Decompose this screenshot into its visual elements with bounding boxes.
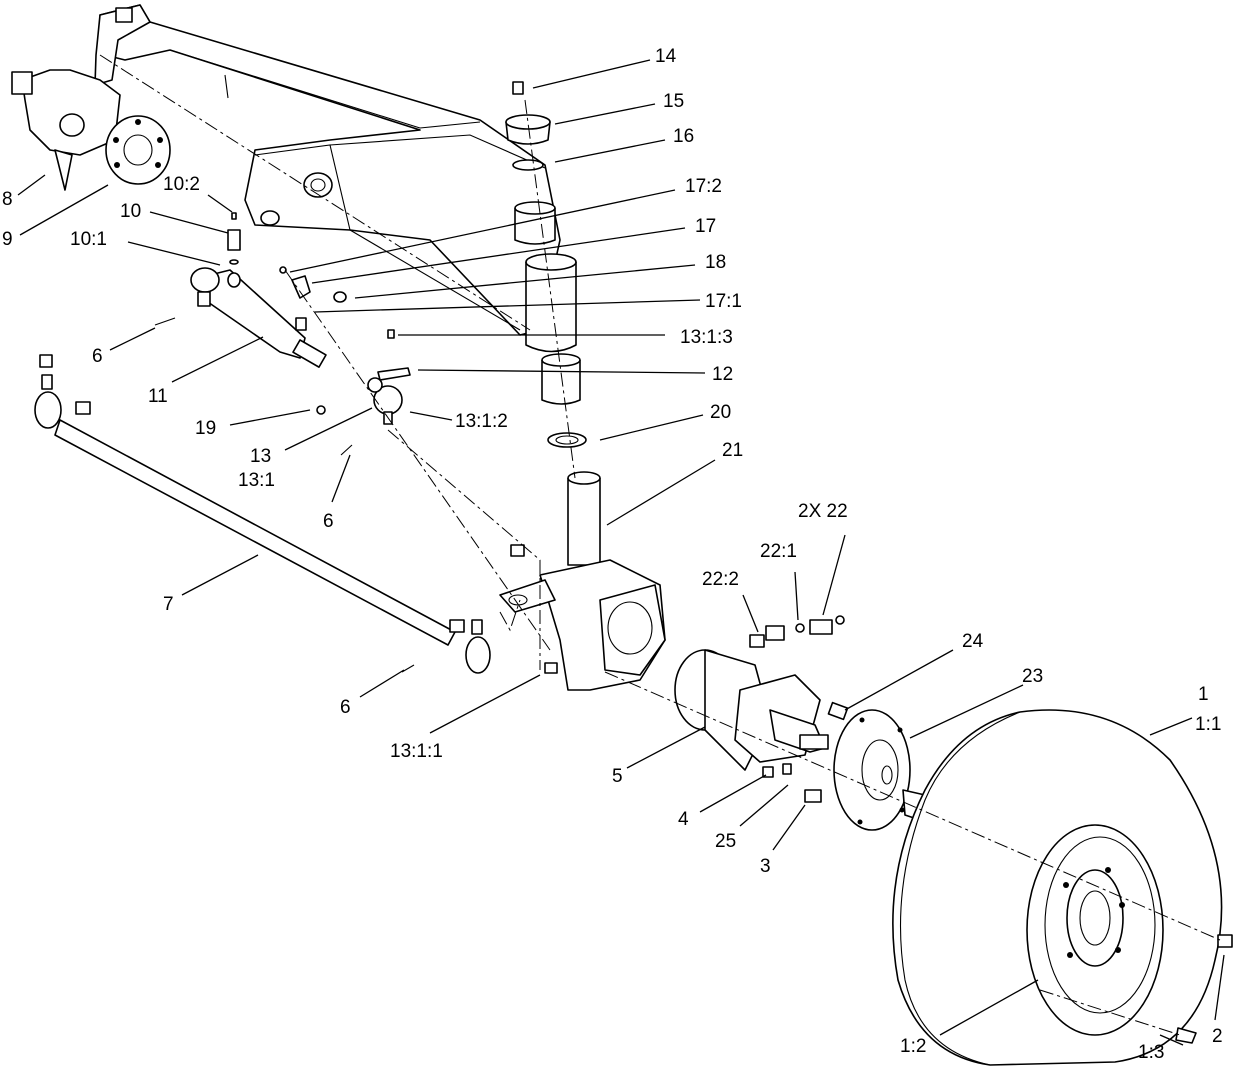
leader-lines	[17, 59, 1225, 1046]
callout-23: 23	[1022, 666, 1043, 687]
callout-13-1-1: 13:1:1	[390, 741, 443, 762]
callout-25: 25	[715, 831, 736, 852]
callout-5: 5	[612, 766, 623, 787]
callout-11: 11	[148, 386, 168, 407]
callout-17-2: 17:2	[685, 176, 722, 197]
callout-labels: 14 15 16 17:2 17 18 17:1 13:1:3 12 13:1:…	[2, 46, 1223, 1063]
wheel-motor	[674, 615, 845, 803]
tie-rod-end-13	[316, 329, 411, 456]
callout-17-1: 17:1	[705, 291, 742, 312]
callout-15: 15	[663, 91, 684, 112]
callout-14: 14	[655, 46, 677, 67]
callout-6-upper: 6	[92, 346, 103, 367]
callout-13: 13	[250, 446, 271, 467]
callout-19: 19	[195, 418, 216, 439]
callout-7: 7	[163, 594, 174, 615]
callout-22-1: 22:1	[760, 541, 797, 562]
steering-cylinder	[190, 212, 347, 368]
center-lines	[99, 54, 1221, 1036]
callout-1-2: 1:2	[900, 1036, 926, 1057]
kingpin-stack	[505, 81, 587, 448]
callout-10-2: 10:2	[163, 174, 200, 195]
callout-4: 4	[678, 809, 689, 830]
callout-13-1-2: 13:1:2	[455, 411, 508, 432]
callout-10: 10	[120, 201, 141, 222]
callout-16: 16	[673, 126, 694, 147]
callout-12: 12	[712, 364, 733, 385]
callout-6-middle: 6	[323, 511, 334, 532]
tire-wheel	[892, 709, 1233, 1066]
callout-10-1: 10:1	[70, 229, 107, 250]
callout-22-2: 22:2	[702, 569, 739, 590]
callout-17: 17	[695, 216, 716, 237]
callout-21: 21	[722, 440, 743, 461]
callout-13-1: 13:1	[238, 470, 275, 491]
callout-20: 20	[710, 402, 731, 423]
callout-1: 1	[1198, 684, 1209, 705]
callout-3: 3	[760, 856, 771, 877]
frame-axle	[94, 4, 561, 336]
spindle-knuckle	[499, 471, 666, 691]
callout-1-3: 1:3	[1138, 1042, 1164, 1063]
callout-1-1: 1:1	[1195, 714, 1221, 735]
callout-9: 9	[2, 229, 13, 250]
wheel-hub	[827, 701, 926, 831]
callout-18: 18	[705, 252, 726, 273]
callout-2: 2	[1212, 1026, 1223, 1047]
callout-24: 24	[962, 631, 984, 652]
tie-rod	[34, 317, 491, 674]
steering-motor-block	[11, 69, 171, 191]
callout-8: 8	[2, 189, 13, 210]
callout-2x-22: 2X 22	[798, 501, 848, 522]
callout-13-1-3: 13:1:3	[680, 327, 733, 348]
callout-6-lower: 6	[340, 697, 351, 718]
